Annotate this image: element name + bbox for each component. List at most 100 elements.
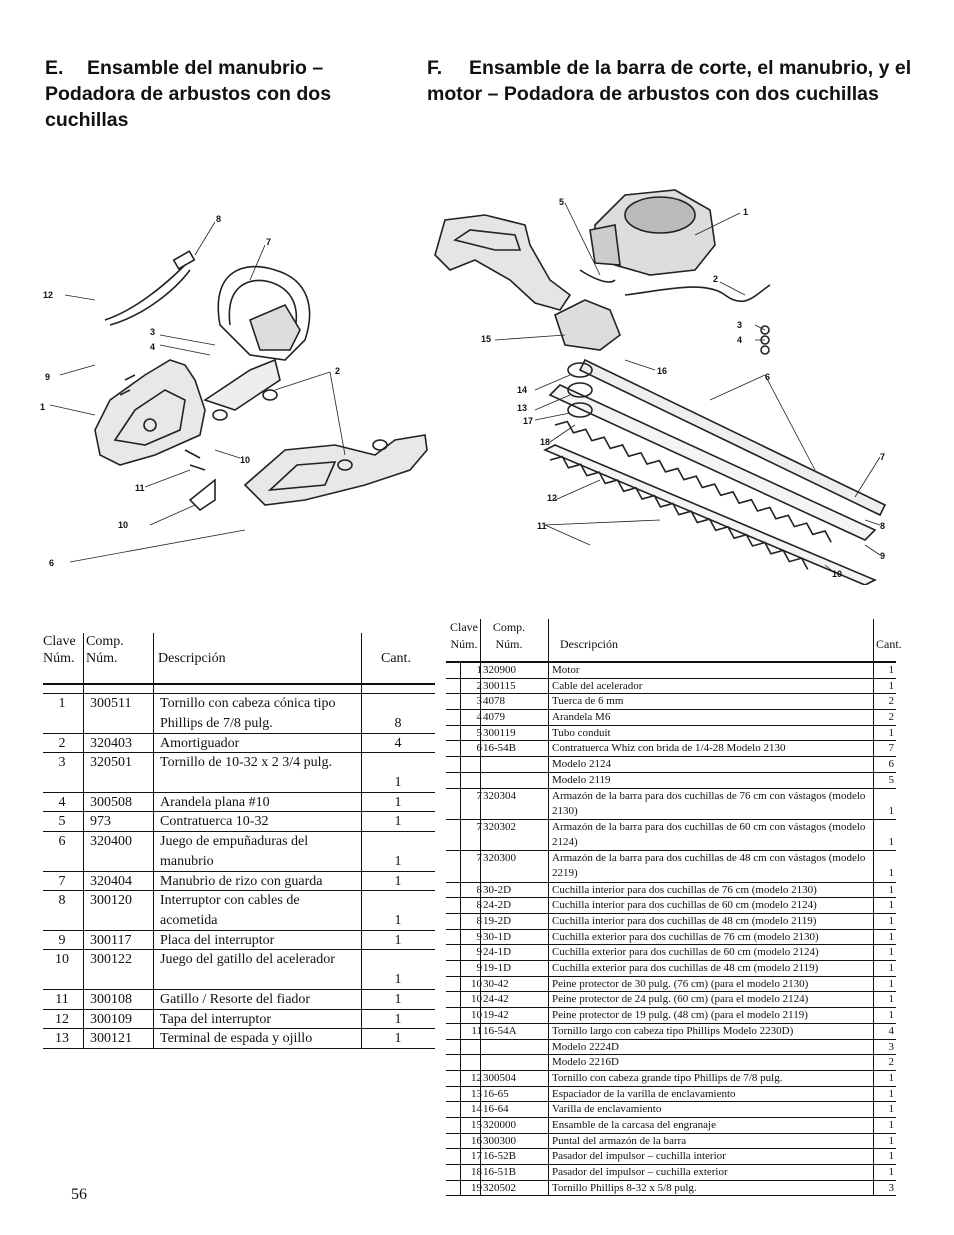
row-comp: 320502 <box>483 1181 516 1194</box>
row-clave: 10 <box>471 977 482 990</box>
diagram-f-label-12: 12 <box>547 493 557 503</box>
diagram-f-label-17: 17 <box>523 416 533 426</box>
row-cant: 1 <box>888 726 895 739</box>
row-cant: 3 <box>888 1181 895 1194</box>
row-cant: 1 <box>888 1087 895 1100</box>
row-cant: 1 <box>394 932 402 948</box>
row-desc: Terminal de espada y ojillo <box>160 1031 313 1047</box>
row-clave: 10 <box>55 952 69 968</box>
row-clave: 19 <box>471 1181 482 1194</box>
row-clave: 7 <box>460 789 483 805</box>
row-desc: Modelo 2119 <box>552 773 611 786</box>
row-comp: 320300 <box>483 852 516 865</box>
row-comp: 19-1D <box>483 962 512 975</box>
cutter-bar-parts-table: Clave Núm. Comp. Núm. Descripción Cant. … <box>446 619 902 1197</box>
row-comp: 320900 <box>483 664 516 676</box>
row-comp: 300117 <box>90 932 132 948</box>
row-clave: 5 <box>460 726 483 742</box>
header-comp: Comp. Núm. <box>492 620 526 651</box>
row-cant: 1 <box>394 853 402 869</box>
cutter-bar-engine-diagram: 5 1 2 3 4 15 16 6 14 13 17 18 7 12 8 11 … <box>425 185 905 586</box>
row-desc: Contratuerca Whiz con brida de 1/4-28 Mo… <box>552 742 786 755</box>
row-comp: 4079 <box>483 711 505 724</box>
row-cant: 1 <box>888 962 895 975</box>
handle-parts-table: Clave Núm. Comp. Núm. Descripción Cant. … <box>43 633 435 1049</box>
row-comp: 973 <box>90 814 111 830</box>
row-desc: Pasador del impulsor – cuchilla exterior <box>552 1166 728 1179</box>
row-clave: 12 <box>55 1011 69 1027</box>
diagram-e-label-4: 4 <box>150 342 155 352</box>
row-cant: 1 <box>888 1103 895 1116</box>
row-desc: Contratuerca 10-32 <box>160 814 269 830</box>
handle-assembly-diagram: 8 7 12 3 4 2 9 1 10 11 10 6 <box>35 200 435 580</box>
row-comp: 300119 <box>483 726 516 739</box>
row-comp: 19-42 <box>483 1009 509 1022</box>
header-cant: Cant. <box>381 651 411 666</box>
row-cant: 1 <box>888 993 895 1006</box>
row-clave: 11 <box>471 1024 482 1037</box>
row-comp: 30-42 <box>483 977 509 990</box>
row-cant: 1 <box>888 1071 895 1084</box>
diagram-f-label-16: 16 <box>657 366 667 376</box>
row-cant: 3 <box>888 1040 895 1053</box>
row-cant: 1 <box>394 912 402 928</box>
diagram-e-label-3: 3 <box>150 327 155 337</box>
row-desc: Cable del acelerador <box>552 679 643 692</box>
row-desc: Juego del gatillo del acelerador <box>160 952 335 968</box>
table-row: 7320302Armazón de la barra para dos cuch… <box>446 819 896 852</box>
cutter-bar-engine-drawing: 5 1 2 3 4 15 16 6 14 13 17 18 7 12 8 11 … <box>434 189 887 586</box>
table-header: Clave Núm. Comp. Núm. Descripción Cant. <box>43 633 435 685</box>
row-desc: Puntal del armazón de la barra <box>552 1134 687 1147</box>
row-comp: 300504 <box>483 1071 516 1084</box>
row-comp: 300122 <box>90 952 132 968</box>
row-desc: Pasador del impulsor – cuchilla interior <box>552 1150 726 1163</box>
row-comp: 300508 <box>90 794 132 810</box>
row-desc: Ensamble de la carcasa del engranaje <box>552 1118 716 1131</box>
row-comp: 30-2D <box>483 883 512 896</box>
row-cant: 2 <box>888 711 895 724</box>
row-clave: 14 <box>471 1103 482 1116</box>
row-desc: Cuchilla exterior para dos cuchillas de … <box>552 962 819 975</box>
row-cant: 1 <box>394 1011 402 1027</box>
row-cant: 1 <box>888 804 895 817</box>
row-clave: 3 <box>58 755 66 771</box>
row-clave: 7 <box>460 851 483 867</box>
section-e-letter: E. <box>45 57 64 79</box>
row-cant: 1 <box>888 977 895 990</box>
section-f-heading: F.Ensamble de la barra de corte, el manu… <box>427 55 927 107</box>
row-desc: Peine protector de 19 pulg. (48 cm) (par… <box>552 1009 808 1022</box>
row-comp: 16-54B <box>483 742 516 755</box>
row-comp: 320404 <box>90 873 132 889</box>
diagram-e-label-7: 7 <box>266 237 271 247</box>
row-clave: 11 <box>55 991 69 1007</box>
row-clave: 1 <box>58 696 66 711</box>
row-desc: Manubrio de rizo con guarda <box>160 873 323 889</box>
row-cant: 6 <box>888 758 895 771</box>
row-desc: Tornillo con cabeza grande tipo Phillips… <box>552 1071 783 1084</box>
section-e-heading: E.Ensamble del manubrio – Podadora de ar… <box>45 55 385 133</box>
row-clave: 17 <box>471 1150 482 1163</box>
row-clave: 7 <box>58 873 66 889</box>
row-clave: 8 <box>460 898 483 914</box>
row-comp: 320304 <box>483 789 516 802</box>
row-clave: 18 <box>471 1166 482 1179</box>
